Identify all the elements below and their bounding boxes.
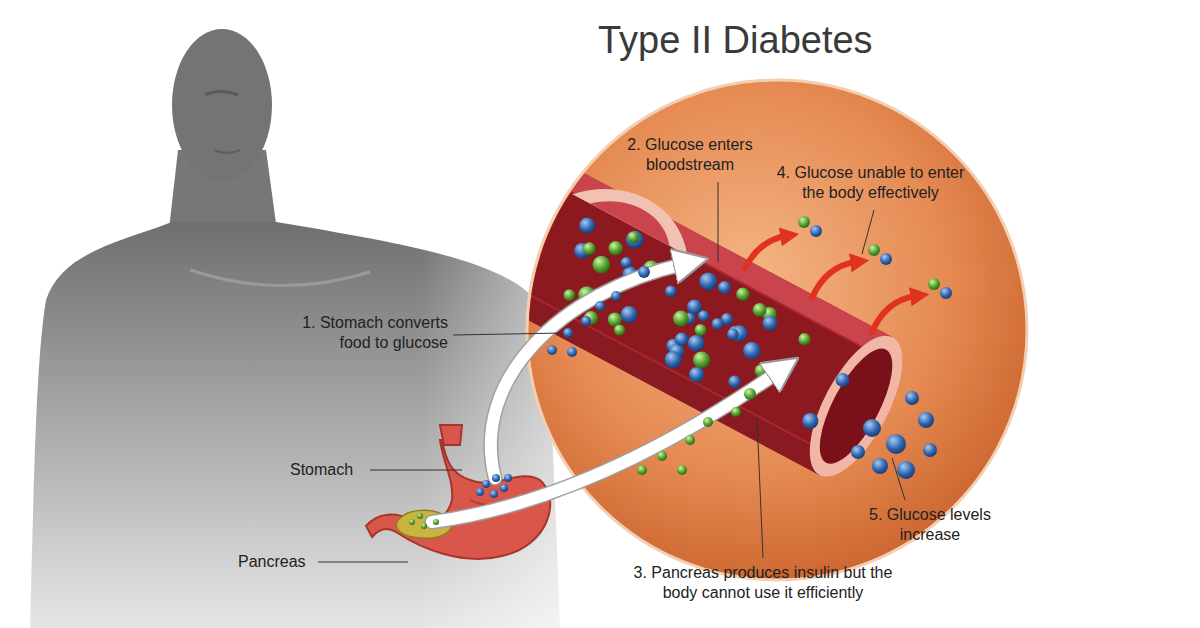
callout-label: 4. Glucose unable to enter the body effe…	[768, 163, 973, 203]
glucose-dot	[611, 291, 621, 301]
glucose-dot	[763, 316, 778, 331]
glucose-dot	[665, 286, 677, 298]
insulin-dot	[798, 333, 810, 345]
stomach-organ	[366, 425, 550, 559]
insulin-dot	[417, 513, 423, 519]
transport-arrows	[432, 264, 778, 522]
glucose-dot	[563, 328, 573, 338]
blood-vessel	[334, 73, 924, 490]
glucose-dot	[581, 316, 591, 326]
glucose-dot	[886, 434, 906, 454]
glucose-dot	[621, 257, 632, 268]
glucose-dot	[504, 474, 512, 482]
glucose-dot	[567, 347, 577, 357]
insulin-dot	[693, 351, 710, 368]
insulin-dot	[695, 324, 707, 336]
glucose-dot	[802, 413, 818, 429]
glucose-dot	[688, 335, 705, 352]
callout-label: 3. Pancreas produces insulin but the bod…	[618, 563, 908, 603]
glucose-dot	[595, 301, 605, 311]
insulin-dot	[736, 288, 749, 301]
glucose-dot	[863, 419, 881, 437]
glucose-dot	[905, 391, 919, 405]
insulin-dot	[433, 519, 439, 525]
glucose-dot	[476, 488, 484, 496]
glucose-dot	[482, 480, 490, 488]
insulin-dot	[637, 465, 647, 475]
insulin-dot	[657, 451, 667, 461]
glucose-dot	[918, 412, 934, 428]
glucose-dot	[728, 375, 741, 388]
callout-label: 1. Stomach converts food to glucose	[283, 313, 448, 353]
exit-arrows	[745, 236, 916, 332]
insulin-dot	[673, 311, 689, 327]
insulin-dot	[609, 241, 623, 255]
insulin-dot	[614, 325, 625, 336]
callout-label: Stomach	[290, 460, 353, 480]
glucose-dot	[492, 474, 500, 482]
insulin-dot	[753, 303, 767, 317]
glucose-dot	[579, 218, 595, 234]
insulin-dot	[677, 465, 687, 475]
glucose-dot	[940, 287, 952, 299]
glucose-dot	[727, 328, 739, 340]
glucose-dot	[547, 345, 557, 355]
glucose-dot	[689, 367, 704, 382]
glucose-dot	[665, 351, 682, 368]
moving-dots	[409, 216, 952, 529]
glucose-dot	[490, 490, 498, 498]
glucose-dot	[621, 306, 638, 323]
insulin-dot	[409, 519, 415, 525]
insulin-dot	[583, 242, 596, 255]
glucose-dot	[923, 443, 937, 457]
callout-label: 2. Glucose enters bloodstream	[615, 135, 765, 175]
insulin-dot	[928, 278, 940, 290]
insulin-dot	[703, 417, 713, 427]
insulin-dot	[564, 289, 576, 301]
insulin-dot	[798, 216, 810, 228]
insulin-dot	[593, 256, 611, 274]
callout-label: 5. Glucose levels increase	[860, 505, 1000, 545]
glucose-dot	[638, 266, 650, 278]
insulin-dot	[421, 523, 427, 529]
glucose-dot	[872, 458, 888, 474]
glucose-dot	[698, 310, 709, 321]
glucose-dot	[836, 373, 850, 387]
glucose-dot	[675, 333, 688, 346]
glucose-dot	[743, 342, 760, 359]
glucose-dot	[500, 484, 508, 492]
insulin-dot	[744, 388, 756, 400]
glucose-dot	[851, 445, 865, 459]
glucose-dot	[880, 253, 892, 265]
insulin-dot	[627, 232, 639, 244]
glucose-dot	[712, 318, 724, 330]
diagram-title: Type II Diabetes	[598, 18, 873, 62]
insulin-dot	[868, 244, 880, 256]
insulin-dot	[685, 435, 695, 445]
glucose-insulin-dots	[564, 218, 938, 479]
callout-label: Pancreas	[238, 552, 306, 572]
glucose-dot	[699, 273, 717, 291]
glucose-dot	[810, 225, 822, 237]
leader-lines	[318, 182, 905, 562]
body-silhouette	[0, 29, 600, 628]
insulin-dot	[731, 407, 741, 417]
glucose-dot	[687, 299, 702, 314]
glucose-dot	[718, 281, 731, 294]
glucose-dot	[897, 461, 915, 479]
glucose-dot	[626, 231, 644, 249]
